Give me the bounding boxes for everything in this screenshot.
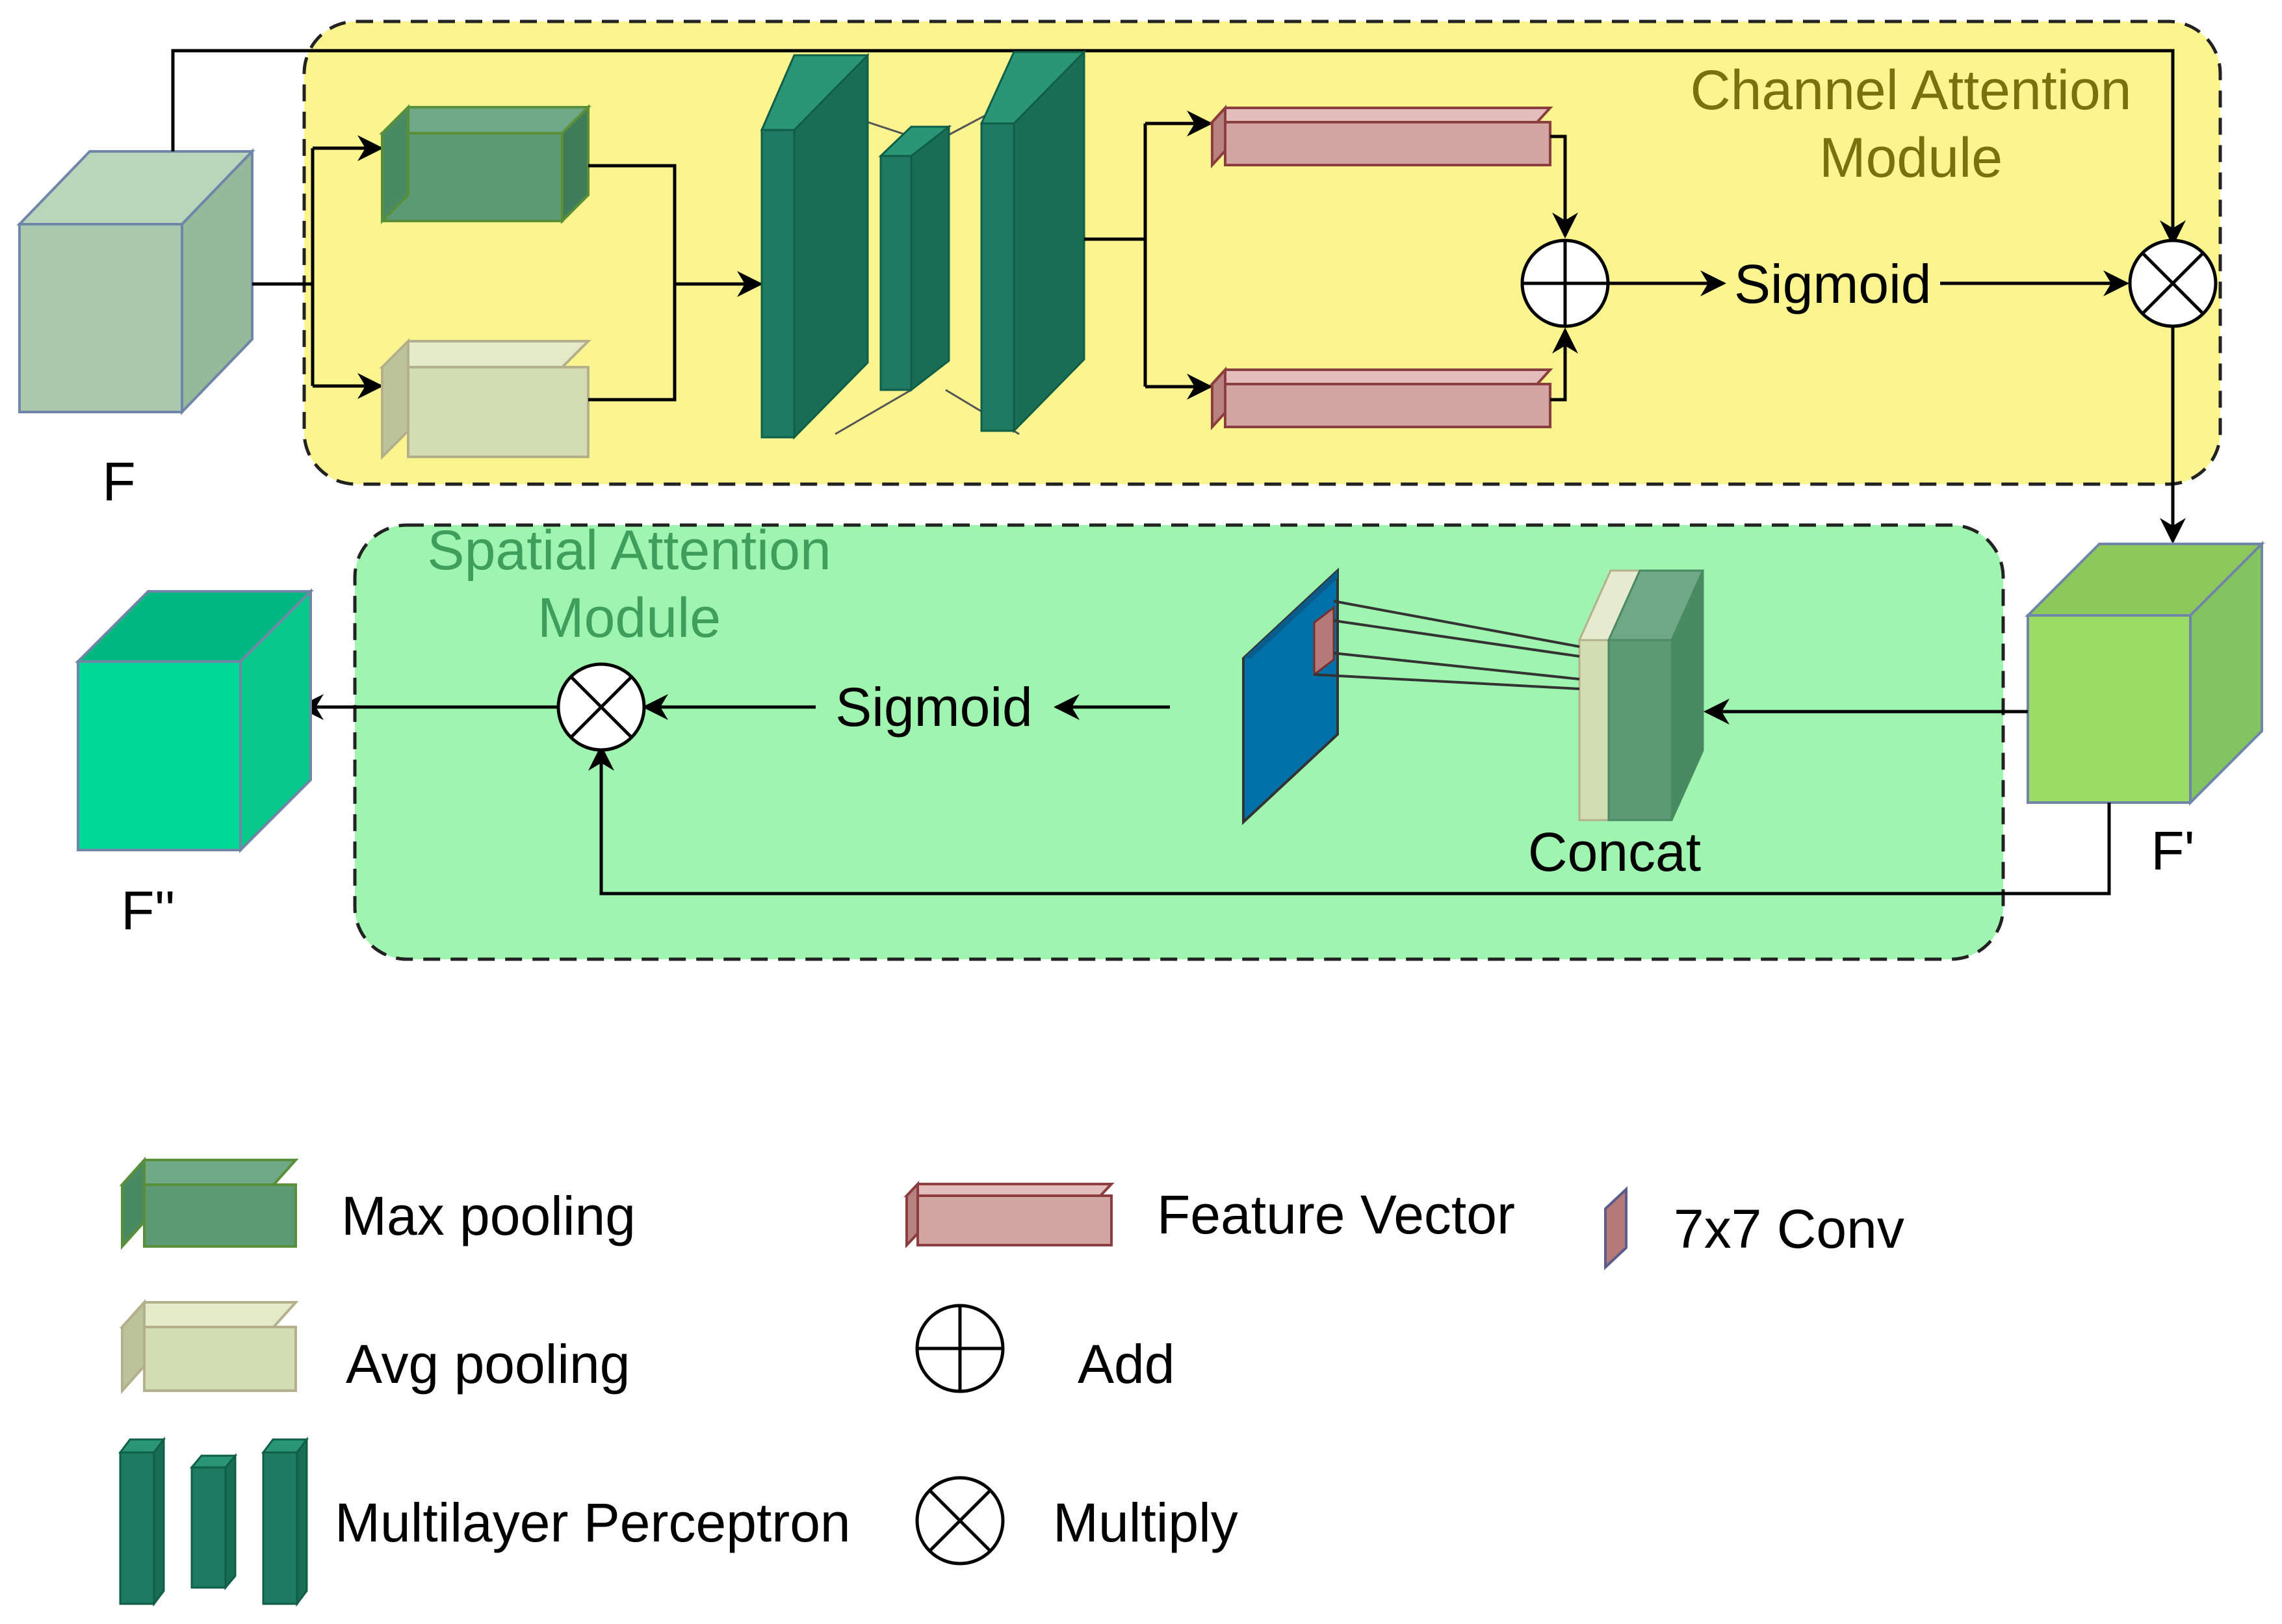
output-feature-cube [75, 588, 314, 853]
legend-feature-vector-swatch [903, 1180, 1115, 1249]
legend-mlp-label: Multilayer Perceptron [335, 1492, 851, 1553]
legend-conv-swatch [1604, 1186, 1627, 1270]
mlp-block [760, 49, 1086, 440]
input-feature-cube [16, 148, 255, 415]
spatial-sigmoid-label: Sigmoid [835, 677, 1032, 738]
add-circle-plus-icon [1520, 238, 1610, 328]
intermediate-label: F' [2151, 820, 2194, 881]
legend-feature-vector-label: Feature Vector [1157, 1184, 1515, 1245]
legend-mlp-swatch [118, 1436, 309, 1607]
legend-conv-label: 7x7 Conv [1674, 1198, 1904, 1259]
legend-max-pooling-swatch [119, 1156, 299, 1250]
concat-block [1577, 569, 1705, 821]
max-pooling-block [379, 104, 591, 224]
input-label: F [102, 451, 135, 512]
refined-feature-cube [2025, 541, 2265, 806]
channel-module-title-1: Channel Attention [1691, 59, 2132, 122]
skip-connection-line [171, 49, 2186, 246]
legend-avg-pooling-label: Avg pooling [346, 1334, 630, 1395]
output-label: F'' [121, 880, 175, 941]
channel-sigmoid-label: Sigmoid [1734, 253, 1931, 315]
legend-avg-pooling-swatch [119, 1298, 299, 1395]
spatial-module-title-1: Spatial Attention [427, 519, 831, 582]
conv-kernel [1313, 600, 1580, 690]
feature-vector-top [1209, 104, 1553, 169]
avg-pooling-block [379, 338, 591, 460]
legend-multiply-circle-x-icon [915, 1476, 1005, 1566]
legend-add-label: Add [1078, 1334, 1174, 1395]
legend-max-pooling-label: Max pooling [341, 1185, 636, 1246]
legend-add-circle-plus-icon [915, 1304, 1005, 1393]
legend: Max pooling Avg pooling Multilayer Perce… [118, 1156, 1904, 1607]
spatial-skip-line [588, 745, 2111, 896]
feature-vector-bottom [1209, 366, 1553, 431]
legend-multiply-label: Multiply [1053, 1492, 1238, 1553]
channel-module-title-2: Module [1819, 127, 2003, 189]
spatial-multiply-circle-x-icon [556, 662, 646, 752]
concat-label: Concat [1528, 821, 1701, 883]
spatial-module-title-2: Module [538, 587, 721, 649]
channel-multiply-circle-x-icon [2128, 238, 2218, 328]
